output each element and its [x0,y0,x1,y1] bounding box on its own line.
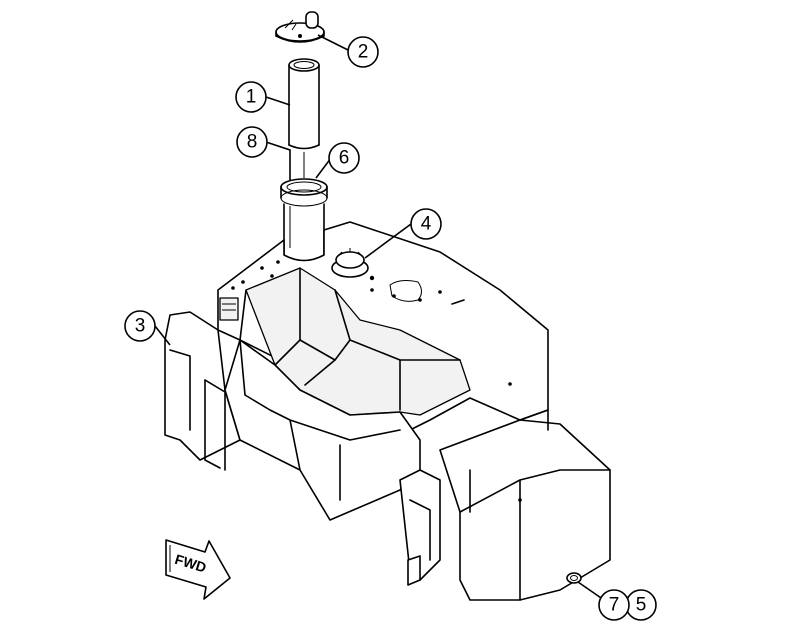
leader-6 [315,157,332,179]
callout-8: 8 [236,126,268,158]
leader-7 [577,581,605,601]
callout-3: 3 [124,310,156,342]
callout-7: 7 [598,589,630,621]
leader-8 [265,141,291,180]
svg-text:5: 5 [636,595,647,616]
svg-text:2: 2 [358,42,369,63]
svg-text:3: 3 [135,316,146,337]
callout-2: 2 [347,36,379,68]
callout-6: 6 [328,142,360,174]
leader-4 [364,223,412,259]
leader-3 [154,325,171,346]
filler-neck-ring [280,178,328,256]
fuel-sender [331,248,375,281]
leader-2 [317,34,349,51]
callout-4: 4 [410,208,442,240]
leader-1 [265,96,291,106]
filler-tube [288,58,320,178]
svg-text:4: 4 [421,214,432,235]
tank-cap-assembly [275,11,325,43]
svg-text:1: 1 [246,87,257,108]
svg-text:8: 8 [247,132,258,153]
svg-text:6: 6 [339,148,350,169]
callout-1: 1 [235,81,267,113]
fuel-tank-body [164,221,611,601]
svg-text:7: 7 [609,595,620,616]
forward-direction-arrow: FWD [165,539,231,600]
callout-5: 5 [625,589,657,621]
